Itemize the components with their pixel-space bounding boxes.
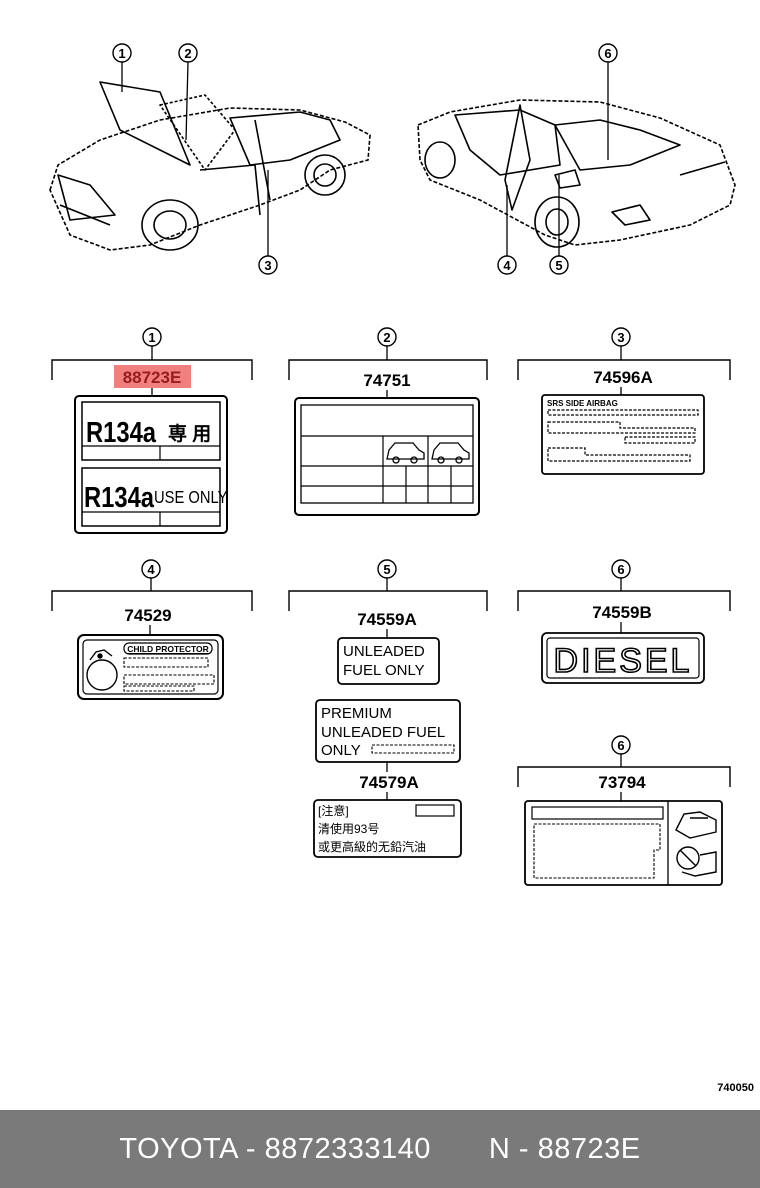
part-74579A: 74579A [注意] 清使用93号 或更高級的无鉛汽油 <box>313 773 462 858</box>
part-premium-unleaded-label: PREMIUM UNLEADED FUEL ONLY <box>315 699 461 772</box>
svg-text:5: 5 <box>555 258 562 273</box>
part-number-74559B[interactable]: 74559B <box>592 603 652 622</box>
part-74559A: 5 74559A UNLEADED FUEL ONLY <box>288 559 488 685</box>
label-placeholder-lines <box>123 657 215 692</box>
svg-text:2: 2 <box>383 330 390 345</box>
svg-text:1: 1 <box>118 46 125 61</box>
label-text: FUEL ONLY <box>343 662 425 679</box>
part-73794: 6 73794 <box>517 735 731 886</box>
part-74596A: 3 74596A SRS SIDE AIRBAG <box>517 327 731 475</box>
svg-text:6: 6 <box>604 46 611 61</box>
svg-text:4: 4 <box>503 258 511 273</box>
label-text: DIESEL <box>554 642 693 680</box>
part-number-73794[interactable]: 73794 <box>598 773 646 792</box>
svg-text:3: 3 <box>264 258 271 273</box>
fuel-cap-icon <box>675 811 717 839</box>
label-text: 専 用 <box>168 423 211 445</box>
car-callout-leaders <box>121 61 609 256</box>
label-text: ONLY <box>321 742 361 759</box>
part-number-74579A[interactable]: 74579A <box>359 773 419 792</box>
label-text: CHILD PROTECTOR <box>127 644 209 654</box>
rear-car-illustration <box>417 99 736 248</box>
callout-circle: 2 <box>178 43 198 63</box>
part-number-74751[interactable]: 74751 <box>363 371 410 390</box>
part-74529: 4 74529 CHILD PROTECTOR <box>51 559 253 700</box>
svg-text:5: 5 <box>383 562 390 577</box>
part-number-88723E[interactable]: 88723E <box>123 368 182 387</box>
label-text: USE ONLY <box>154 488 227 508</box>
car-icon <box>431 442 470 464</box>
callout-circle: 5 <box>549 255 569 275</box>
parts-diagram: 1 2 3 6 4 5 1 88723E R134a 専 用 R134a USE… <box>49 43 754 1094</box>
label-text: [注意] <box>318 803 349 818</box>
highlighted-part-number-box <box>114 365 191 388</box>
svg-text:2: 2 <box>184 46 191 61</box>
front-car-illustration <box>49 81 371 251</box>
callout-circle: 6 <box>598 43 618 63</box>
label-text: 或更高級的无鉛汽油 <box>318 839 426 854</box>
label-text: 清使用93号 <box>318 821 379 836</box>
part-number-74559A[interactable]: 74559A <box>357 610 417 629</box>
footer-bar: TOYOTA - 8872333140 N - 88723E <box>0 1110 760 1188</box>
svg-text:4: 4 <box>147 562 155 577</box>
svg-text:3: 3 <box>617 330 624 345</box>
car-icon <box>386 442 425 464</box>
svg-text:6: 6 <box>617 562 624 577</box>
callout-circle: 4 <box>497 255 517 275</box>
child-seat-icon <box>86 649 118 691</box>
car-callouts: 1 2 3 6 4 5 <box>112 43 618 275</box>
label-text: PREMIUM <box>321 705 392 722</box>
footer-reference: N - 88723E <box>488 1132 641 1165</box>
label-placeholder-lines <box>547 409 699 462</box>
part-74559B: 6 74559B DIESEL <box>517 559 731 684</box>
label-text: R134a <box>86 416 156 449</box>
footer-part-number: TOYOTA - 8872333140 <box>119 1132 431 1165</box>
svg-text:6: 6 <box>617 738 624 753</box>
label-text: SRS SIDE AIRBAG <box>547 399 618 408</box>
no-open-flame-icon <box>676 846 717 877</box>
label-text: R134a <box>84 481 154 514</box>
part-number-74529[interactable]: 74529 <box>124 606 171 625</box>
part-88723E: 1 88723E R134a 専 用 R134a USE ONLY <box>51 327 253 534</box>
label-text: UNLEADED <box>343 643 425 660</box>
label-placeholder-lines <box>533 823 661 879</box>
callout-circle: 3 <box>258 255 278 275</box>
svg-text:1: 1 <box>148 330 155 345</box>
diagram-code: 740050 <box>717 1082 754 1094</box>
label-text: UNLEADED FUEL <box>321 724 445 741</box>
callout-circle: 1 <box>112 43 132 63</box>
part-74751: 2 74751 <box>288 327 488 516</box>
part-number-74596A[interactable]: 74596A <box>593 368 653 387</box>
